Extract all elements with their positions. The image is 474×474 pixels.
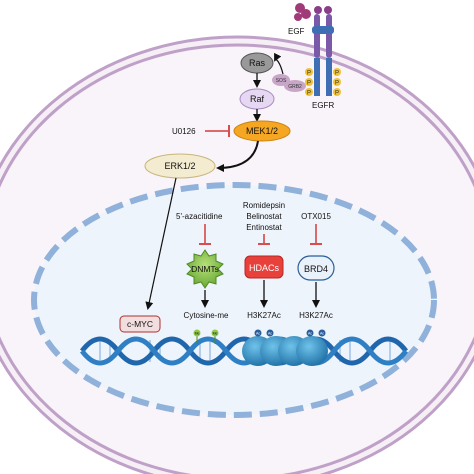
ac-tag-3: Ac <box>308 332 312 336</box>
dna-strand-1 <box>80 336 408 366</box>
belinostat-label: Belinostat <box>246 212 282 221</box>
azacitidine-inhibition <box>199 224 211 245</box>
brd4-node <box>297 255 335 281</box>
raf-label: Raf <box>250 94 265 104</box>
nucleosome-4 <box>296 336 328 366</box>
svg-text:P: P <box>307 71 311 77</box>
svg-text:P: P <box>307 91 311 97</box>
hdac-inhibitor-labels: Romidepsin Belinostat Entinostat <box>243 201 285 232</box>
otx015-inhibition <box>310 224 322 245</box>
me-tag-1: Me <box>195 332 200 336</box>
mek-label: MEK1/2 <box>246 126 278 136</box>
entinostat-label: Entinostat <box>246 223 282 232</box>
svg-text:P: P <box>335 91 339 97</box>
otx015-label: OTX015 <box>301 212 331 221</box>
egf-label: EGF <box>288 27 305 36</box>
dna-strand-2 <box>80 336 408 366</box>
romidepsin-label: Romidepsin <box>243 201 285 210</box>
hdacs-node <box>244 255 284 279</box>
ac-tag-4: Ac <box>320 332 324 336</box>
egf-ligand <box>294 3 311 21</box>
grb2-protein <box>284 80 306 92</box>
cmyc-node <box>119 315 161 333</box>
egfr-label: EGFR <box>312 101 334 110</box>
mek-to-erk-arrow <box>216 140 259 172</box>
sos-to-ras-arrow <box>274 52 284 75</box>
cmyc-label: c-MYC <box>127 319 153 329</box>
acetyl-markers: Ac Ac Ac Ac <box>254 329 326 337</box>
dnmts-label: DNMTs <box>191 264 219 274</box>
ras-label: Ras <box>249 58 266 68</box>
methyl-markers: Me Me <box>193 329 219 344</box>
phospho-sites: P P P P P P <box>305 68 341 97</box>
hdacs-label: HDACs <box>249 263 280 273</box>
svg-text:P: P <box>335 81 339 87</box>
sos-protein <box>272 74 290 86</box>
ac-tag-1: Ac <box>256 332 260 336</box>
azacitidine-label: 5'-azacitidine <box>176 212 223 221</box>
hdac-inhibition <box>258 234 270 245</box>
svg-text:P: P <box>307 81 311 87</box>
nucleosomes <box>242 336 328 366</box>
ac-tag-2: Ac <box>268 332 272 336</box>
cell-membrane-inner <box>0 43 474 474</box>
cytosine-me-label: Cytosine-me <box>184 311 229 320</box>
mek-node <box>233 120 291 142</box>
h3k27ac-label-1: H3K27Ac <box>247 311 281 320</box>
h3k27ac-label-2: H3K27Ac <box>299 311 333 320</box>
erk-label: ERK1/2 <box>164 161 195 171</box>
svg-text:P: P <box>335 71 339 77</box>
grb2-label: GRB2 <box>288 84 302 90</box>
dna-helix <box>80 336 408 366</box>
dnmts-node <box>186 249 224 289</box>
nucleus <box>31 182 437 418</box>
egfr-receptor <box>312 6 334 96</box>
u0126-label: U0126 <box>172 127 196 136</box>
brd4-label: BRD4 <box>304 264 328 274</box>
sos-label: SOS <box>276 78 287 84</box>
erk-to-cmyc-arrow <box>145 177 177 310</box>
erk-node <box>144 153 216 179</box>
me-tag-2: Me <box>213 332 218 336</box>
